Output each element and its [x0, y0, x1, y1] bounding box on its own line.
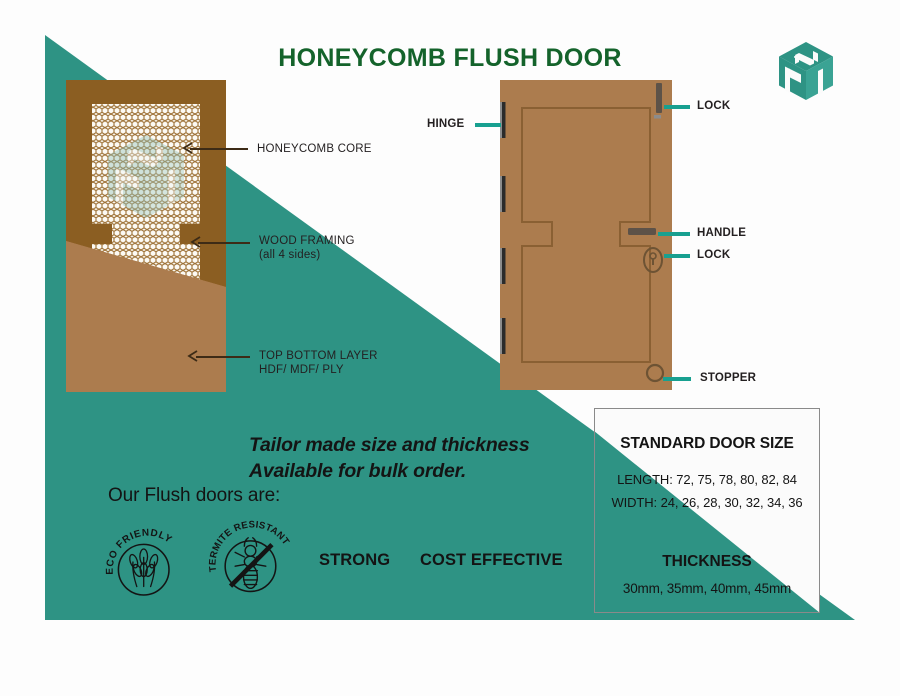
- npi-cube-logo: [779, 42, 833, 100]
- standard-door-size-box: STANDARD DOOR SIZE LENGTH: 72, 75, 78, 8…: [594, 408, 820, 613]
- door-front-diagram: [500, 80, 672, 390]
- callout-lock-keyhole: LOCK: [697, 249, 731, 261]
- connector-lock-top: [664, 105, 690, 109]
- arrow-head-top-bottom-layer: [187, 350, 198, 362]
- arrow-line-honeycomb-core: [190, 148, 248, 150]
- connector-handle: [658, 232, 690, 236]
- spec-length-line: LENGTH: 72, 75, 78, 80, 82, 84: [617, 472, 797, 487]
- connector-stopper: [663, 377, 691, 381]
- callout-top-bottom-layer-sub: HDF/ MDF/ PLY: [259, 364, 344, 376]
- feature-cost-effective: COST EFFECTIVE: [420, 551, 563, 569]
- our-flush-doors-intro: Our Flush doors are:: [108, 485, 281, 506]
- callout-wood-framing-sub: (all 4 sides): [259, 249, 321, 261]
- arrow-head-wood-framing: [190, 236, 201, 248]
- callout-top-bottom-layer: TOP BOTTOM LAYER HDF/ MDF/ PLY: [259, 349, 378, 377]
- callout-lock-top: LOCK: [697, 100, 731, 112]
- arrow-head-honeycomb-core: [182, 142, 193, 154]
- spec-thickness-line: 30mm, 35mm, 40mm, 45mm: [622, 581, 792, 596]
- tailor-line-1: Tailor made size and thickness: [249, 434, 530, 456]
- callout-honeycomb-core-label: HONEYCOMB CORE: [257, 143, 372, 155]
- callout-top-bottom-layer-label: TOP BOTTOM LAYER: [259, 350, 378, 362]
- callout-wood-framing: WOOD FRAMING (all 4 sides): [259, 234, 355, 262]
- spec-box-title: STANDARD DOOR SIZE: [620, 435, 794, 452]
- page-title: HONEYCOMB FLUSH DOOR: [278, 44, 622, 72]
- callout-handle: HANDLE: [697, 227, 747, 239]
- arrow-line-top-bottom-layer: [196, 356, 250, 358]
- callout-honeycomb-core: HONEYCOMB CORE: [257, 142, 372, 156]
- callout-stopper: STOPPER: [700, 372, 757, 384]
- cutaway-door-diagram: [66, 80, 226, 392]
- connector-lock-keyhole: [664, 254, 690, 258]
- callout-wood-framing-label: WOOD FRAMING: [259, 235, 355, 247]
- connector-hinge: [475, 123, 501, 127]
- tailor-line-2: Available for bulk order.: [249, 460, 467, 482]
- spec-width-line: WIDTH: 24, 26, 28, 30, 32, 34, 36: [611, 495, 803, 510]
- spec-box-teal-overlay: [595, 431, 819, 612]
- tailor-made-text: Tailor made size and thickness Available…: [249, 432, 530, 484]
- callout-hinge: HINGE: [427, 118, 465, 130]
- feature-strong: STRONG: [319, 551, 391, 569]
- eco-friendly-badge: ECO FRIENDLY: [105, 528, 173, 596]
- spec-thickness-title: THICKNESS: [662, 553, 752, 570]
- termite-resistant-badge: TERMITE RESISTANT: [207, 520, 291, 593]
- arrow-line-wood-framing: [198, 242, 250, 244]
